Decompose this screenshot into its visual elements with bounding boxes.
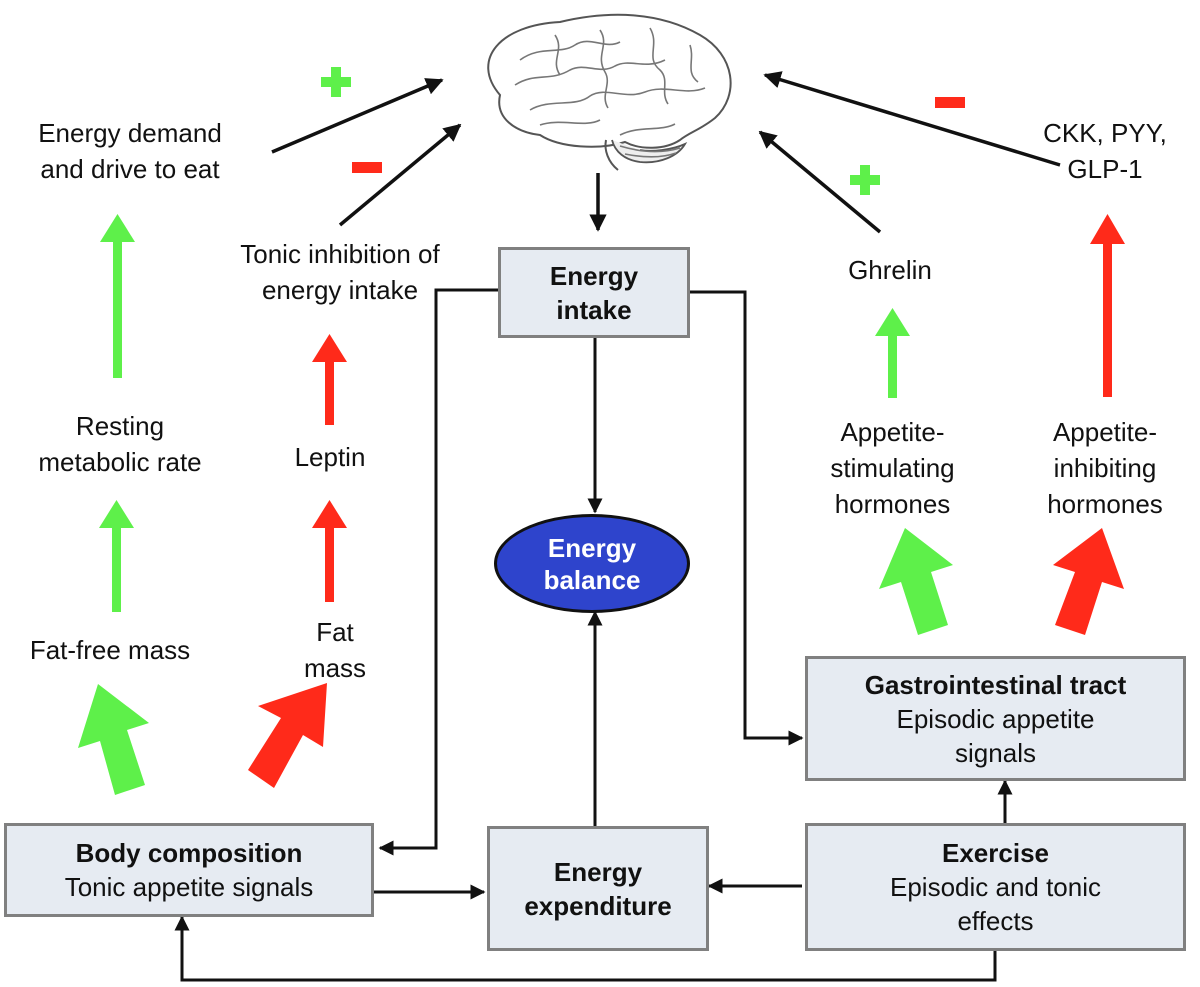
arrow-intake-to-gi-tract	[690, 290, 804, 746]
plus-sign-icon	[321, 67, 351, 97]
fat-free-mass-label: Fat-free mass	[29, 635, 191, 665]
brain-icon	[487, 13, 732, 171]
green-arrow-resting-to-demand	[100, 214, 135, 378]
arrow-inhibition-to-brain	[338, 123, 462, 227]
leptin-label: Leptin	[294, 442, 366, 472]
thick-red-arrow-gi-to-inhibiting	[1053, 528, 1124, 635]
green-arrow-stimulating-to-ghrelin	[875, 308, 910, 398]
minus-sign-icon	[352, 162, 382, 173]
thick-green-arrow-body-to-ffm	[78, 684, 149, 795]
red-arrow-fatmass-to-leptin	[312, 500, 347, 602]
body-composition-box: Body composition Tonic appetite signals	[4, 823, 374, 917]
minus-sign-icon	[935, 97, 965, 108]
thick-green-arrow-gi-to-stimulating	[879, 528, 953, 635]
thick-red-arrow-body-to-fatmass	[248, 683, 327, 788]
gi-tract-box: Gastrointestinal tract Episodic appetite…	[805, 656, 1186, 781]
red-arrow-leptin-to-inhibition	[312, 334, 347, 425]
arrow-ckk-to-brain	[763, 71, 1061, 167]
ghrelin-label: Ghrelin	[848, 255, 932, 285]
arrow-ghrelin-to-brain	[758, 130, 882, 234]
plus-sign-icon	[850, 165, 880, 195]
arrow-intake-to-body-composition	[378, 288, 498, 856]
ckk-pyy-glp1-label: CKK, PYY,GLP-1	[1043, 118, 1167, 184]
red-arrow-inhibiting-to-ckk	[1090, 214, 1125, 397]
arrow-demand-to-brain	[271, 78, 444, 154]
arrow-exercise-to-body-composition	[174, 915, 997, 982]
green-arrow-ffm-to-resting	[99, 500, 134, 612]
